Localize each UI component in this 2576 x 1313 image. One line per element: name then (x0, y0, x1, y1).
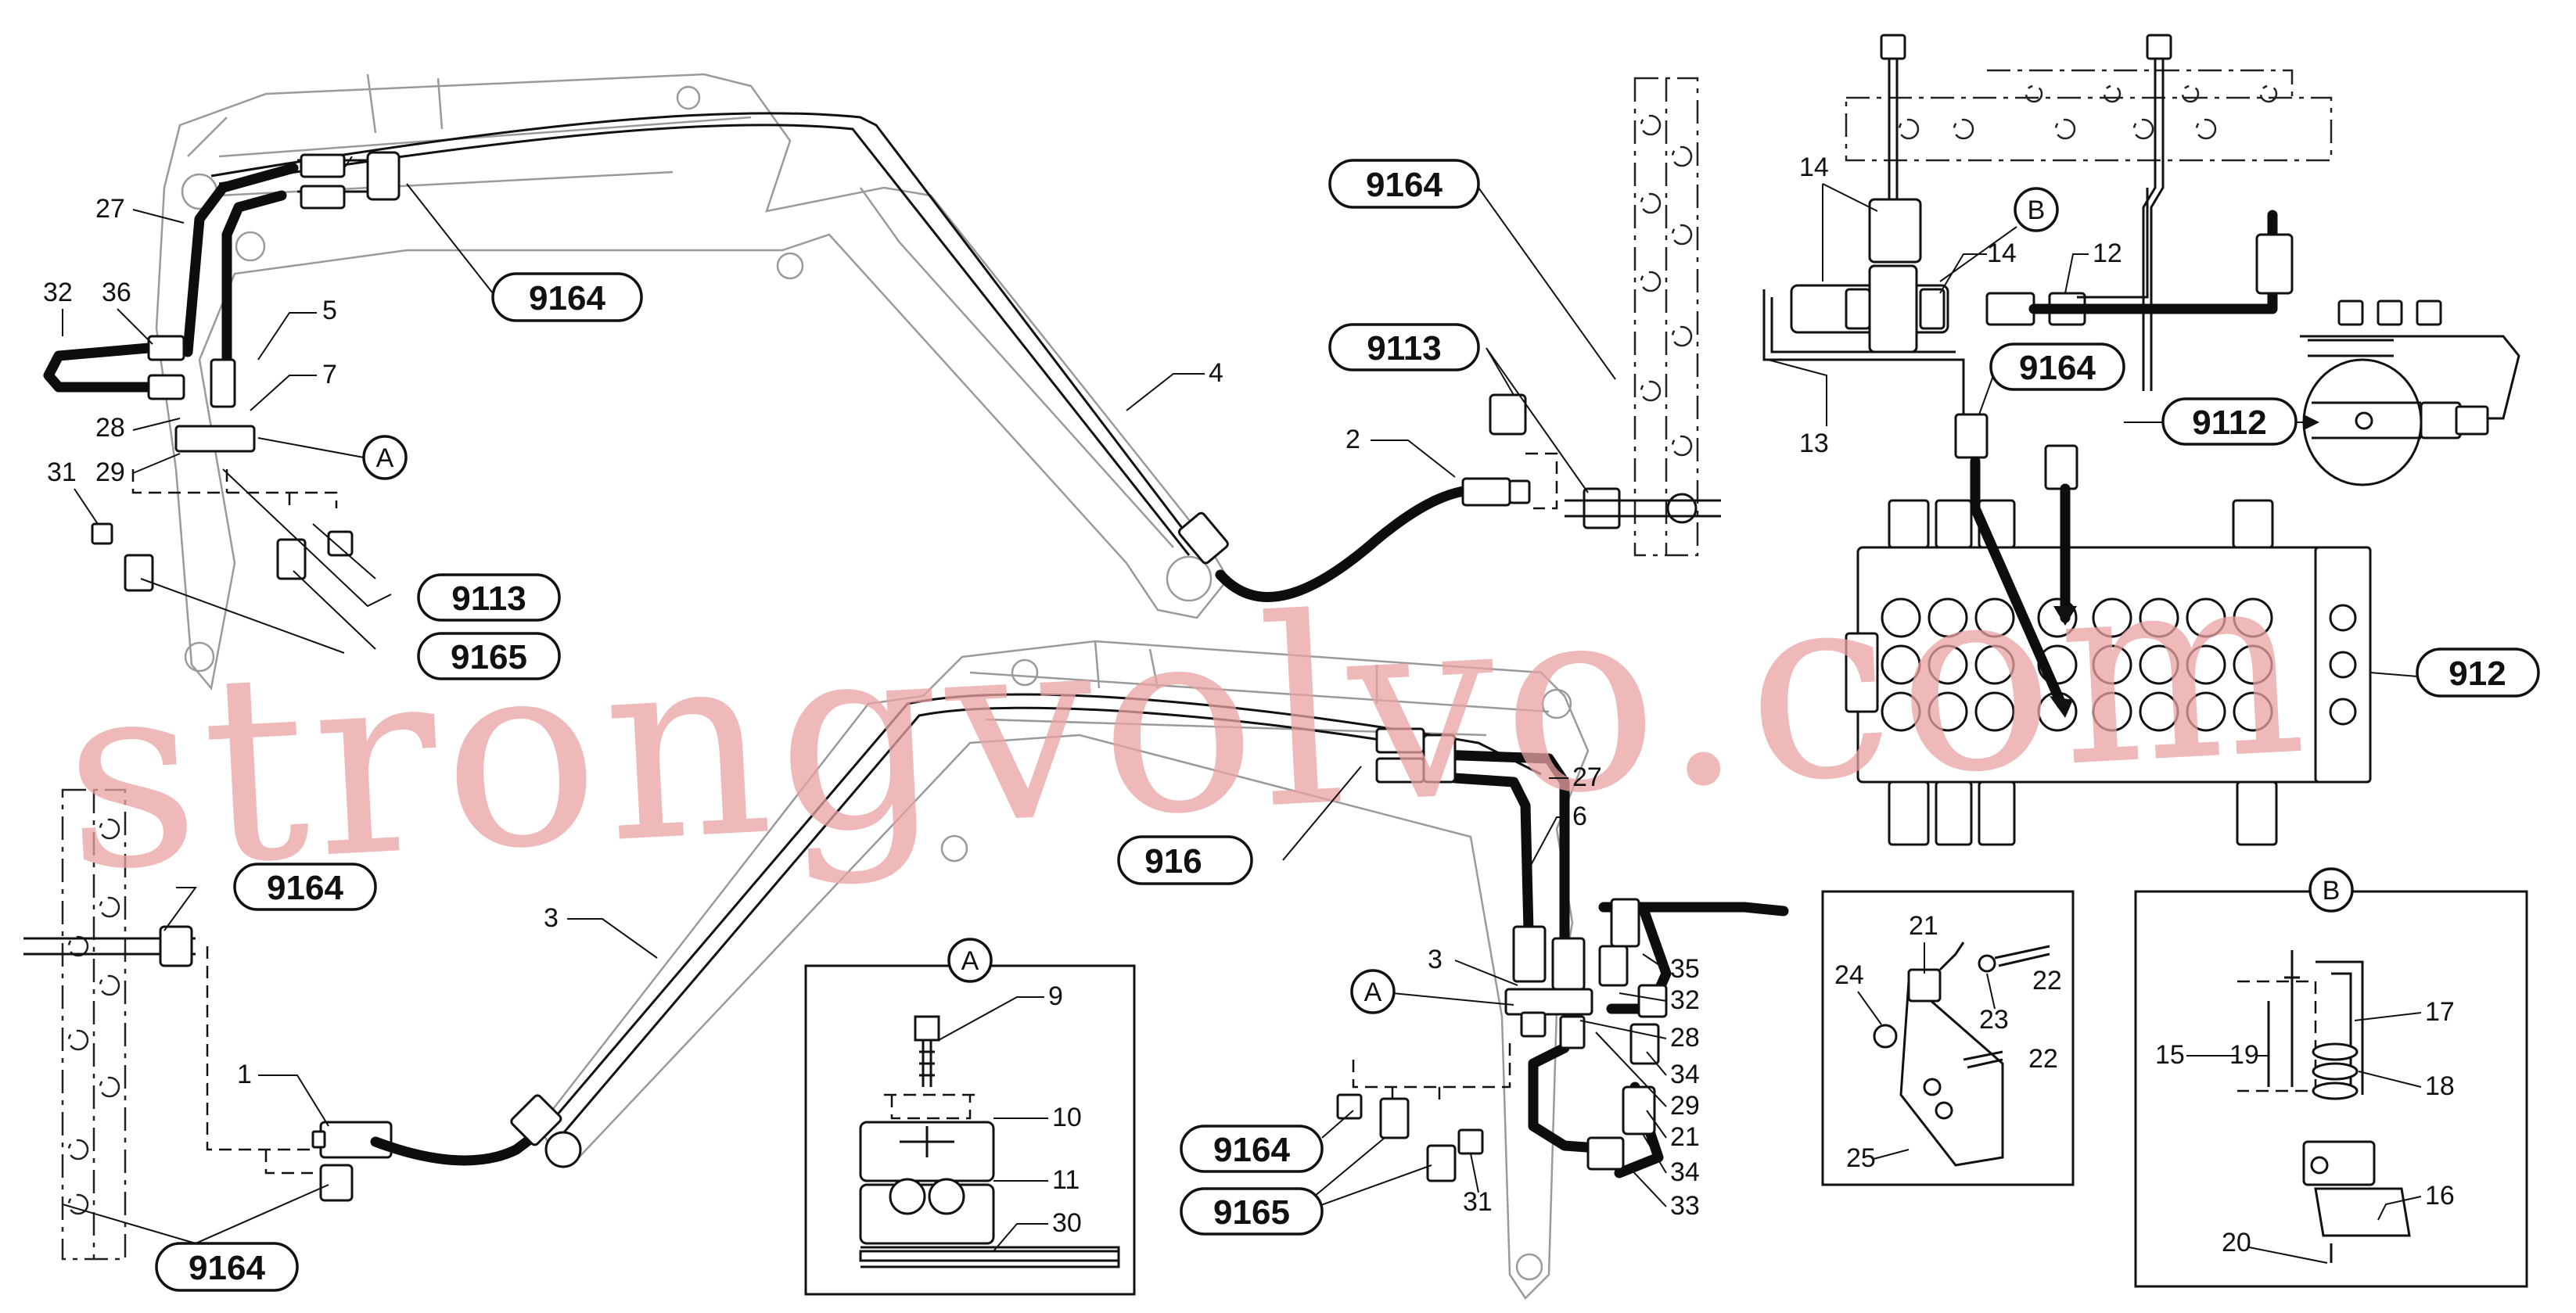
callout-9164-left-bottom: 9164 (189, 1249, 265, 1287)
callout-9113-upper: 9113 (451, 579, 526, 618)
label-23: 23 (1979, 1005, 2009, 1035)
circle-a-upper: A (376, 443, 394, 473)
valve-ports (1881, 597, 2357, 732)
label-29b: 29 (1670, 1091, 1700, 1121)
label-5: 5 (322, 296, 337, 325)
label-10: 10 (1052, 1103, 1082, 1132)
label-11: 11 (1052, 1165, 1080, 1195)
label-27: 27 (95, 194, 125, 224)
detail-a-title: A (961, 946, 979, 976)
circle-a-lower: A (1364, 978, 1382, 1007)
upper-hoses (43, 151, 1531, 602)
callout-916-lower: 916 (1144, 842, 1202, 881)
label-9: 9 (1048, 981, 1063, 1011)
label-2: 2 (1345, 425, 1360, 454)
label-33: 33 (1670, 1191, 1700, 1221)
label-6: 6 (1572, 802, 1587, 831)
detail-b-box (2134, 890, 2528, 1288)
label-17: 17 (2425, 997, 2455, 1027)
label-3: 3 (544, 903, 559, 933)
part-numbers: 27 32 36 5 7 28 29 31 4 2 14 14 12 13 1 … (43, 152, 2455, 1264)
label-13: 13 (1799, 429, 1829, 458)
circle-b-upper: B (2028, 196, 2046, 225)
label-22a: 22 (2032, 966, 2062, 996)
label-18: 18 (2425, 1071, 2455, 1101)
label-31: 31 (47, 457, 77, 487)
callout-9165-lower: 9165 (1213, 1193, 1290, 1232)
label-3b: 3 (1428, 945, 1442, 974)
detail-a-box (804, 964, 1136, 1296)
callout-9164-valve: 9164 (2019, 349, 2096, 387)
label-21: 21 (1909, 911, 1938, 941)
callout-9164-left-frame: 9164 (267, 869, 343, 907)
callout-9165-upper: 9165 (451, 638, 527, 676)
label-1: 1 (237, 1060, 252, 1089)
label-19: 19 (2229, 1040, 2259, 1070)
upper-caps (91, 393, 1621, 592)
label-20: 20 (2222, 1228, 2251, 1257)
left-frame (23, 788, 393, 1261)
control-valve (1762, 34, 2520, 846)
circle-marks: A B A A B (257, 187, 2354, 1014)
callout-9164-upper: 9164 (529, 279, 605, 317)
label-28b: 28 (1670, 1023, 1700, 1053)
label-7: 7 (322, 360, 337, 389)
label-32: 32 (43, 278, 73, 307)
label-15: 15 (2155, 1040, 2185, 1070)
callout-9112-tank: 9112 (2192, 404, 2266, 442)
callout-9164-right-frame: 9164 (1366, 166, 1442, 204)
label-34b: 34 (1670, 1157, 1700, 1187)
callout-9164-lower-cap: 9164 (1213, 1131, 1290, 1169)
label-28: 28 (95, 413, 125, 443)
lower-hoses (370, 727, 1789, 1182)
label-14a: 14 (1799, 152, 1829, 182)
callout-9113-right: 9113 (1367, 329, 1441, 368)
detail-b-title: B (2323, 876, 2341, 906)
label-14b: 14 (1987, 239, 2017, 268)
callout-pills: 9164 9113 9165 9164 9113 9164 9112 912 9… (155, 159, 2540, 1292)
label-34a: 34 (1670, 1060, 1700, 1089)
label-16: 16 (2425, 1181, 2455, 1211)
label-27b: 27 (1572, 762, 1602, 792)
upper-right-frame (1565, 77, 1721, 557)
label-21b: 21 (1670, 1122, 1700, 1152)
label-25: 25 (1846, 1143, 1876, 1173)
label-30: 30 (1052, 1208, 1082, 1238)
label-35: 35 (1670, 954, 1700, 984)
label-12: 12 (2093, 239, 2122, 268)
label-4: 4 (1209, 358, 1223, 388)
callout-912-valve: 912 (2448, 655, 2506, 693)
label-36: 36 (102, 278, 131, 307)
label-32b: 32 (1670, 985, 1700, 1015)
detail-bracket-box (1821, 890, 2075, 1186)
label-22b: 22 (2028, 1044, 2058, 1074)
label-29: 29 (95, 457, 125, 487)
label-24: 24 (1834, 960, 1864, 990)
